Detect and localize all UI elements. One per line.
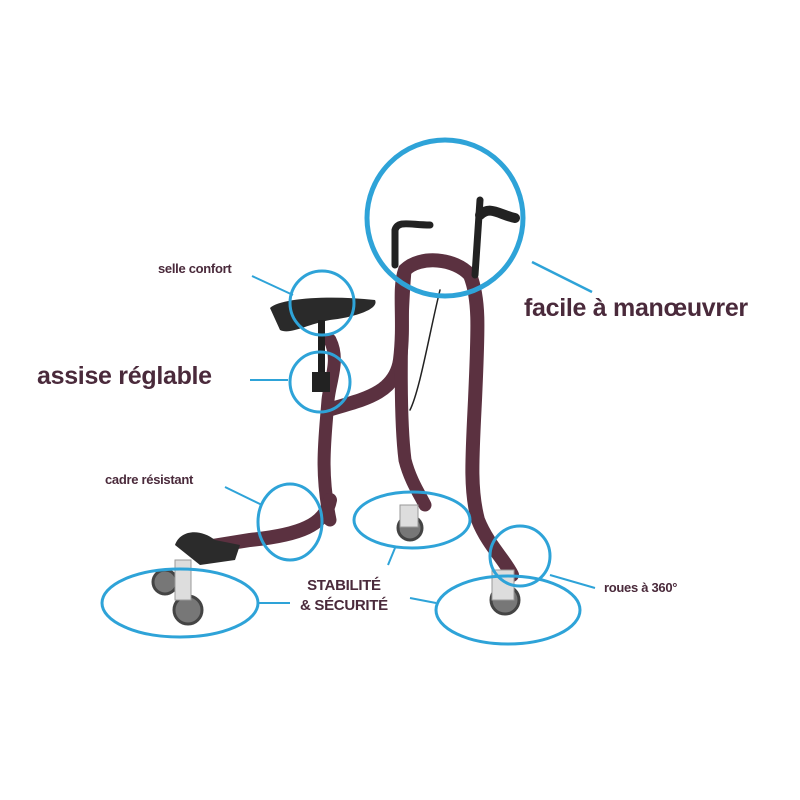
label-wheels-360: roues à 360° <box>604 580 678 595</box>
label-stability: STABILITÉ & SÉCURITÉ <box>300 576 388 616</box>
label-seat-comfort: selle confort <box>158 261 232 276</box>
middle-wheel-ellipse <box>352 490 472 550</box>
seat-callout-circle <box>288 269 356 337</box>
label-stability-line1: STABILITÉ <box>307 577 381 594</box>
callouts <box>100 137 596 646</box>
maneuver-callout-circle <box>364 137 526 299</box>
front-base <box>175 532 240 565</box>
walker-frame <box>193 196 520 582</box>
label-easy-maneuver: facile à manœuvrer <box>524 294 748 322</box>
saddle-seat <box>270 297 376 392</box>
frame-callout-circle <box>256 482 324 562</box>
right-wheel-ellipse <box>434 574 582 646</box>
label-adjustable-seat: assise réglable <box>37 362 212 390</box>
label-sturdy-frame: cadre résistant <box>105 472 193 487</box>
label-stability-line2: & SÉCURITÉ <box>300 597 388 614</box>
post-callout-circle <box>288 350 352 414</box>
swivel-callout-circle <box>488 524 552 588</box>
